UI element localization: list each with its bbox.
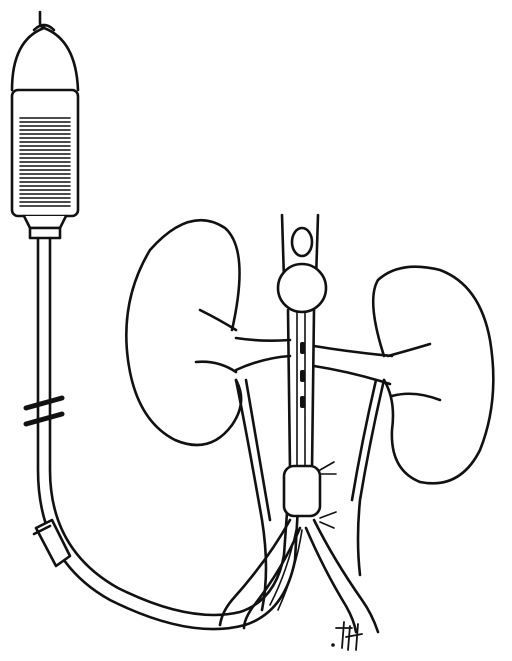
right-kidney: [373, 267, 493, 484]
artist-signature: [331, 622, 362, 650]
aorta-left-wall: [282, 215, 290, 470]
perfusion-bag: [12, 12, 78, 238]
right-ureter: [352, 380, 384, 575]
bag-cap: [12, 28, 78, 90]
right-renal-artery: [314, 346, 392, 384]
aortic-cuff: [284, 462, 336, 528]
bag-body: [12, 90, 78, 216]
right-iliac: [306, 520, 378, 632]
bag-connector: [30, 228, 60, 238]
aorta-center-line: [297, 310, 305, 470]
left-renal-artery: [236, 338, 290, 370]
aortic-balloon: [278, 264, 326, 312]
tube-side-port: [36, 520, 70, 566]
iliac-arteries: [220, 520, 378, 632]
vessel-ostium-2: [300, 370, 305, 382]
vessel-ostium-3: [300, 396, 305, 408]
tube-clamp: [26, 398, 62, 424]
bag-neck: [24, 216, 66, 228]
cuff-ties: [320, 462, 336, 528]
right-kidney-outline: [373, 267, 493, 484]
aorta-top-loop: [292, 228, 312, 256]
left-kidney: [126, 220, 241, 445]
aorta-right-wall: [312, 215, 318, 470]
left-iliac: [220, 520, 300, 628]
left-kidney-outline: [126, 220, 241, 445]
vessel-ostium-1: [300, 342, 305, 354]
aorta: [278, 215, 326, 470]
cuff-body: [284, 466, 320, 516]
